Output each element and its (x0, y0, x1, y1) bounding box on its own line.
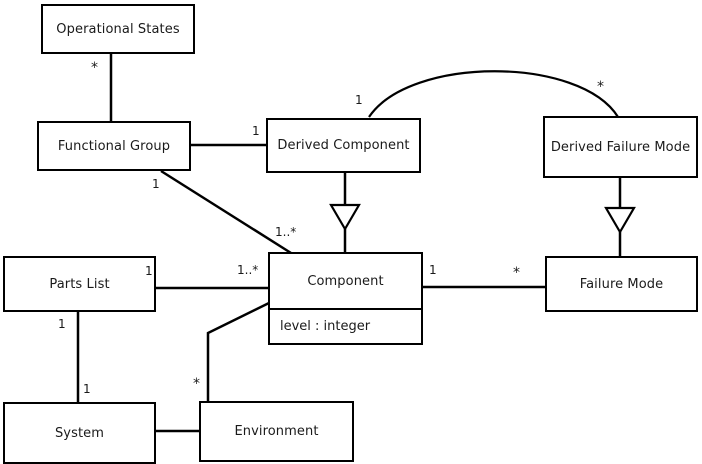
class-name-environment: Environment (234, 424, 319, 439)
class-box-parts-list[interactable]: Parts List (3, 256, 156, 312)
multiplicity-parts-list-system-target: 1 (83, 382, 91, 396)
multiplicity-parts-list-component-target: 1..* (237, 263, 259, 277)
class-box-environment[interactable]: Environment (199, 401, 354, 462)
multiplicity-component-failure-mode-source: 1 (429, 263, 437, 277)
association-functional-group-component (160, 169, 292, 255)
association-derived-component-derived-failure-mode (368, 70, 619, 118)
class-name-functional-group: Functional Group (57, 138, 171, 154)
class-box-functional-group[interactable]: Functional Group (37, 121, 191, 171)
class-box-operational-states[interactable]: Operational States (41, 4, 195, 54)
multiplicity-component-failure-mode-target: * (513, 265, 520, 281)
class-box-system[interactable]: System (3, 402, 156, 464)
multiplicity-functional-group-derived-component: 1 (252, 124, 260, 138)
multiplicity-functional-group-component-target: 1..* (275, 225, 297, 239)
attribute-level: level : integer (280, 319, 371, 334)
class-box-component[interactable]: Component level : integer (268, 252, 423, 345)
multiplicity-parts-list-system-source: 1 (58, 317, 66, 331)
class-box-derived-component[interactable]: Derived Component (266, 118, 421, 173)
class-name-parts-list: Parts List (49, 276, 110, 292)
class-name-system: System (54, 425, 105, 441)
class-name-derived-failure-mode: Derived Failure Mode (550, 139, 691, 155)
multiplicity-environment-component: * (193, 376, 200, 392)
association-environment-component (206, 301, 270, 401)
multiplicity-parts-list-component-source: 1 (145, 264, 153, 278)
generalization-arrowhead-derived-component (329, 203, 361, 232)
multiplicity-derived-component-curve-source: 1 (355, 93, 363, 107)
class-name-failure-mode: Failure Mode (579, 276, 664, 292)
multiplicity-derived-failure-mode-curve-target: * (597, 79, 604, 95)
class-name-operational-states: Operational States (56, 21, 180, 37)
class-box-failure-mode[interactable]: Failure Mode (545, 256, 698, 312)
multiplicity-functional-group-component-source: 1 (152, 177, 160, 191)
generalization-arrowhead-derived-failure-mode (604, 206, 636, 235)
class-name-derived-component: Derived Component (277, 138, 410, 153)
multiplicity-operational-states-functional-group: * (91, 60, 98, 76)
class-name-component: Component (307, 273, 384, 289)
class-box-derived-failure-mode[interactable]: Derived Failure Mode (543, 116, 698, 178)
attribute-compartment-component: level : integer (270, 308, 421, 343)
